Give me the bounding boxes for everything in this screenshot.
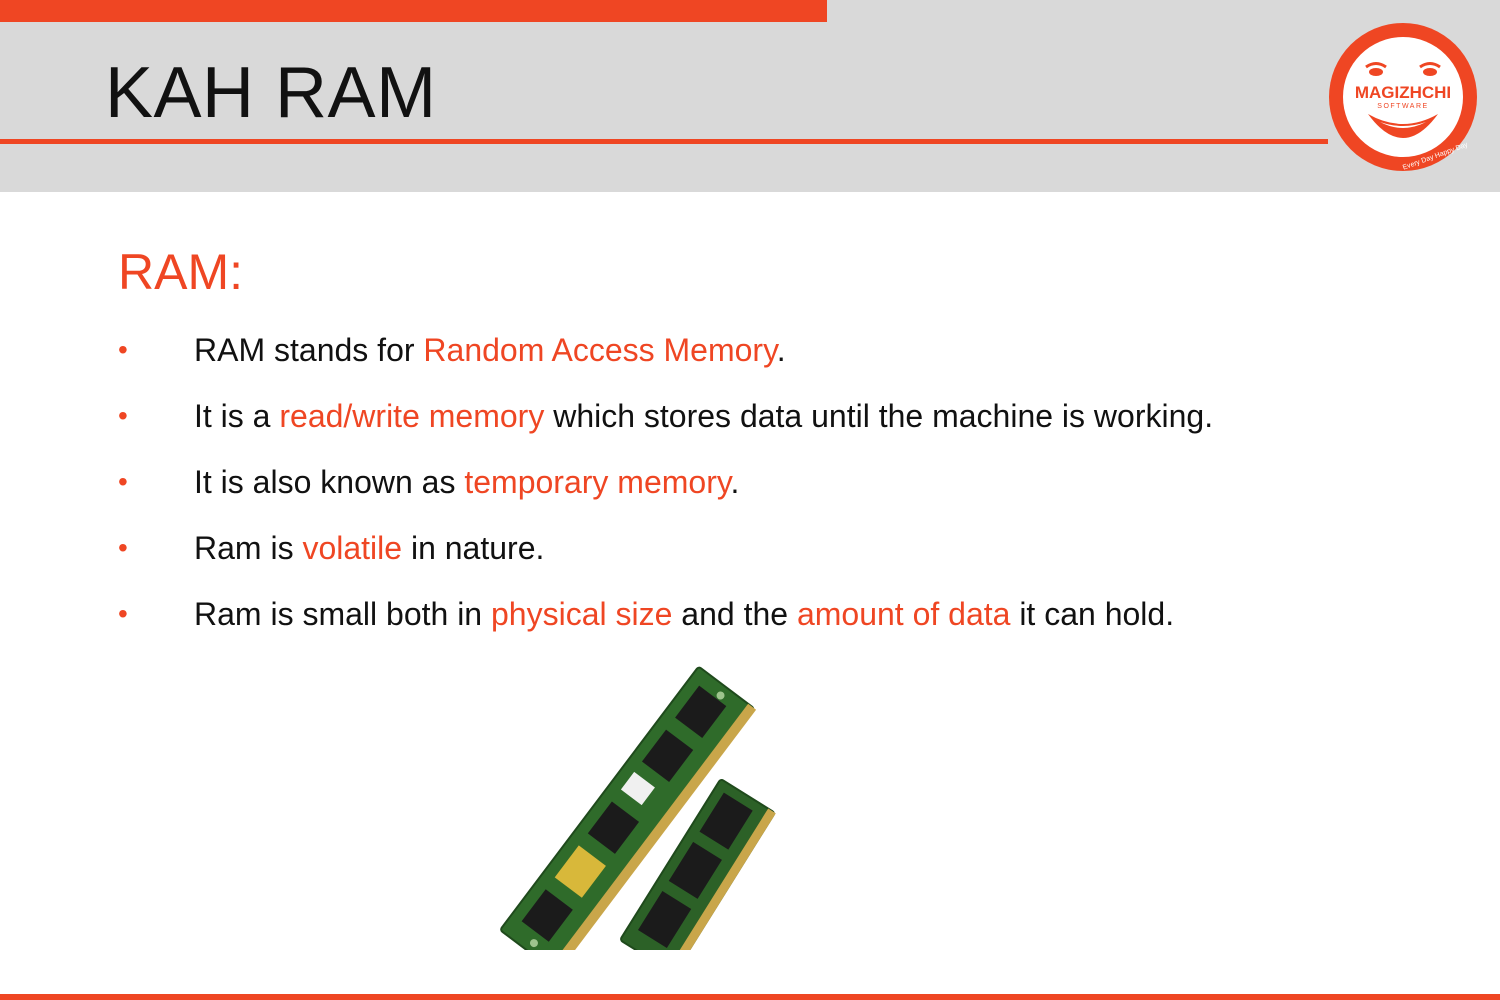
bullet-text: It is also known as temporary memory. (194, 457, 739, 507)
bullet-text-highlight: volatile (302, 530, 403, 566)
bullet-text-plain: It is a (194, 398, 280, 434)
bullet-text-highlight: temporary memory (464, 464, 731, 500)
ram-modules-image (500, 666, 776, 950)
bottom-rule (0, 994, 1500, 1000)
bullet-text-highlight: amount of data (796, 596, 1011, 632)
bullet-text-plain: RAM stands for (194, 332, 424, 368)
bullet-marker: • (118, 598, 128, 629)
bullet-item: • It is also known as temporary memory. (118, 457, 1458, 523)
bullet-text: Ram is volatile in nature. (194, 523, 544, 573)
bullet-text: RAM stands for Random Access Memory. (194, 325, 786, 375)
magizhchi-logo: MAGIZHCHI SOFTWARE Every Day Happy Day (1329, 23, 1477, 172)
bullet-text-plain: Ram is small both in (194, 596, 491, 632)
bullet-item: • It is a read/write memory which stores… (118, 391, 1458, 457)
bullet-item: • RAM stands for Random Access Memory. (118, 325, 1458, 391)
section-heading: RAM: (118, 244, 243, 300)
bullet-text-highlight: Random Access Memory (423, 332, 777, 368)
bullet-text-plain: it can hold. (1010, 596, 1175, 632)
bullet-text-plain: and the (672, 596, 797, 632)
bullet-text-highlight: physical size (490, 596, 673, 632)
bullet-text-highlight: read/write memory (279, 398, 545, 434)
logo-sub: SOFTWARE (1377, 103, 1428, 110)
header-band (0, 0, 1500, 192)
bullet-text-plain: . (776, 332, 786, 368)
bullet-item: • Ram is volatile in nature. (118, 523, 1458, 589)
top-accent-bar (0, 0, 827, 22)
slide-title: KAH RAM (105, 53, 437, 133)
bullet-marker: • (118, 466, 128, 497)
bullet-marker: • (118, 532, 128, 563)
bullet-text-plain: in nature. (402, 530, 545, 566)
logo-name: MAGIZHCHI (1355, 83, 1451, 102)
bullet-text-plain: It is also known as (194, 464, 465, 500)
title-underline (0, 139, 1328, 144)
bullet-text-plain: . (730, 464, 740, 500)
bullet-item: • Ram is small both in physical size and… (118, 589, 1458, 655)
bullet-text: It is a read/write memory which stores d… (194, 391, 1213, 441)
bullet-text-plain: which stores data until the machine is w… (544, 398, 1214, 434)
bullet-marker: • (118, 400, 128, 431)
bullet-marker: • (118, 334, 128, 365)
bullet-text: Ram is small both in physical size and t… (194, 589, 1174, 639)
bullet-text-plain: Ram is (194, 530, 303, 566)
bullet-list: • RAM stands for Random Access Memory. •… (118, 325, 1458, 655)
